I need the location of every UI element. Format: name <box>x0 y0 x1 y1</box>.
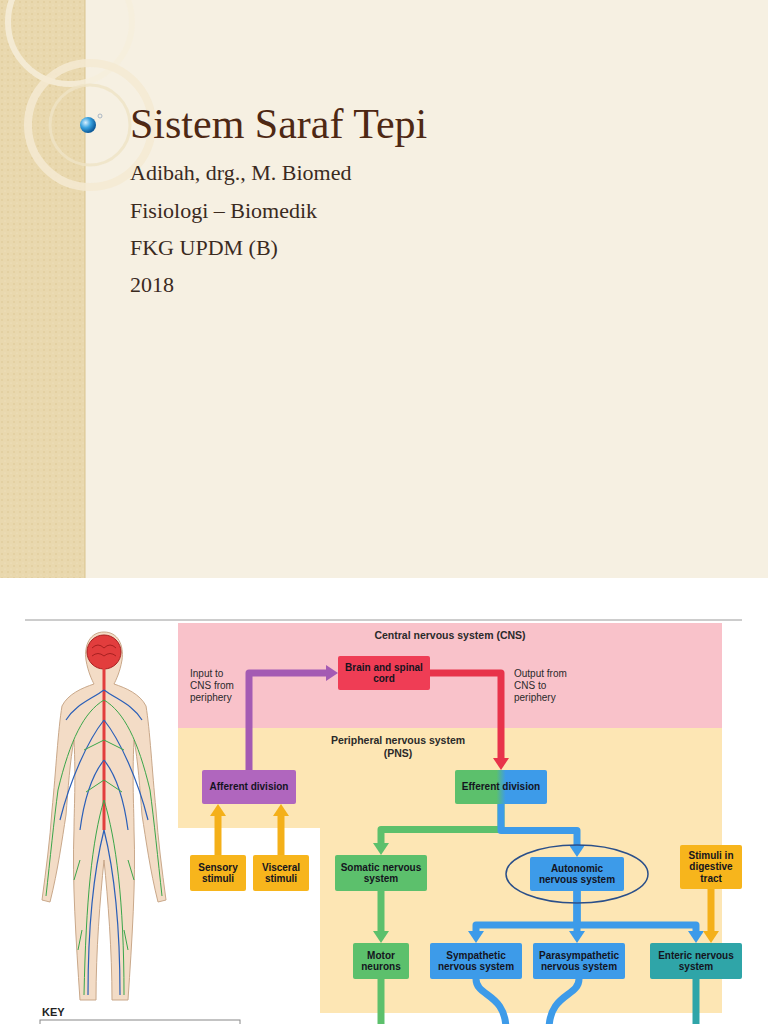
process-box: Autonomic nervous system <box>530 857 624 891</box>
process-box: Somatic nervous system <box>335 855 427 891</box>
connector-line <box>381 804 501 845</box>
box-text: Motor neurons <box>357 950 405 973</box>
box-text: Autonomic nervous system <box>534 863 620 886</box>
key-heading: KEY <box>42 1006 65 1018</box>
connector <box>577 891 704 943</box>
stimulus-box: Sensory stimuli <box>190 855 246 891</box>
arrow-head <box>703 931 719 943</box>
rule-line <box>25 620 742 621</box>
connector-line <box>577 891 696 933</box>
output-arrow <box>549 979 579 1024</box>
arrow-head <box>569 931 585 943</box>
box-text: Stimuli in digestive tract <box>684 850 738 885</box>
connector <box>210 804 226 855</box>
output-note: Output from CNS to periphery <box>514 668 570 704</box>
connector <box>703 889 719 943</box>
connector-line <box>574 891 581 933</box>
arrow-head <box>210 804 226 816</box>
connector-line <box>215 814 222 855</box>
band-heading: Central nervous system (CNS) <box>178 629 722 642</box>
process-box: Motor neurons <box>353 943 409 979</box>
band-fill <box>178 623 722 728</box>
arrow-head <box>493 758 509 770</box>
author-line: Adibah, drg., M. Biomed <box>130 160 351 186</box>
box-text: Visceral stimuli <box>257 862 305 885</box>
connector <box>249 665 338 770</box>
deco-circle <box>50 85 130 165</box>
slide-title: Sistem Saraf Tepi <box>130 100 427 148</box>
connector-line <box>249 673 328 770</box>
output-arrow <box>693 979 700 1024</box>
band-heading: Peripheral nervous system (PNS) <box>328 734 468 759</box>
stimulus-box: Stimuli in digestive tract <box>680 845 742 889</box>
arrow-head <box>373 931 389 943</box>
connector-line <box>430 673 501 760</box>
body-illustration <box>42 632 166 1000</box>
connector <box>569 891 585 943</box>
box-text: Afferent division <box>210 781 289 793</box>
slide-background <box>0 0 768 578</box>
connector <box>373 891 389 943</box>
connector <box>468 891 577 943</box>
process-box: Enteric nervous system <box>650 943 742 979</box>
connector-line <box>476 891 577 933</box>
arrow-head <box>688 931 704 943</box>
key-box <box>40 1020 240 1024</box>
year-line: 2018 <box>130 272 174 298</box>
department-line: Fisiologi – Biomedik <box>130 198 317 224</box>
arrow-head <box>468 931 484 943</box>
arrow-head <box>326 665 338 681</box>
cns-band: Central nervous system (CNS) Brain and sp… <box>178 623 722 728</box>
arrow-head <box>569 845 585 857</box>
box-text: Somatic nervous system <box>339 862 423 885</box>
input-note: Input to CNS from periphery <box>190 668 242 704</box>
connector <box>373 804 501 855</box>
institution-line: FKG UPDM (B) <box>130 235 278 261</box>
box-text: Efferent division <box>462 781 540 793</box>
connector <box>430 673 509 770</box>
bullet-ball <box>80 117 96 133</box>
connector-line <box>501 804 577 847</box>
band-fill <box>178 728 722 1013</box>
box-text: Parasympathetic nervous system <box>537 950 621 973</box>
process-box: Sympathetic nervous system <box>430 943 522 979</box>
output-arrow <box>378 979 385 1024</box>
process-box: Afferent division <box>202 770 296 804</box>
connector <box>501 804 585 857</box>
arrow-head <box>373 843 389 855</box>
output-arrow <box>476 979 506 1024</box>
box-text: Enteric nervous system <box>654 950 738 973</box>
process-box: Efferent division <box>455 770 547 804</box>
connector-line <box>708 889 715 933</box>
highlight-ellipse <box>506 845 648 903</box>
connector-line <box>278 814 285 855</box>
stimulus-box: Visceral stimuli <box>253 855 309 891</box>
box-text: Brain and spinal cord <box>342 662 426 685</box>
deco-dot <box>98 114 102 118</box>
box-text: Sensory stimuli <box>194 862 242 885</box>
process-box: Parasympathetic nervous system <box>533 943 625 979</box>
box-text: Sympathetic nervous system <box>434 950 518 973</box>
process-box: Brain and spinal cord <box>338 656 430 690</box>
connector-line <box>378 891 385 933</box>
arrow-head <box>273 804 289 816</box>
connector <box>273 804 289 855</box>
